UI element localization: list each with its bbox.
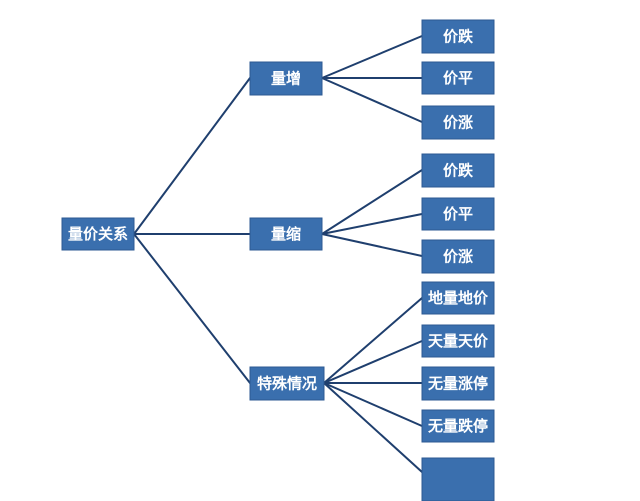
leaf-node: 无量跌停	[421, 409, 495, 443]
branch-label: 量缩	[271, 225, 301, 243]
leaf-node: 价平	[421, 197, 495, 231]
leaf-label: 无量跌停	[427, 417, 488, 435]
root-label: 量价关系	[68, 225, 128, 243]
connector-line	[321, 35, 423, 79]
leaf-node: 价涨	[421, 105, 495, 140]
leaf-label: 价平	[443, 205, 473, 223]
connector-line	[321, 213, 423, 235]
connector-line	[323, 382, 423, 473]
leaf-label: 价跌	[443, 162, 474, 180]
connector-line	[133, 233, 251, 384]
leaf-node: 地量地价	[421, 281, 495, 315]
connector-line	[323, 382, 423, 427]
leaf-label: 价平	[443, 69, 473, 87]
connector-line	[321, 233, 423, 257]
leaf-node: 无量涨停	[421, 366, 495, 401]
leaf-label: 地量地价	[428, 289, 489, 307]
leaf-node: 价跌	[421, 19, 495, 54]
leaf-node: 天量天价	[421, 324, 495, 358]
branch-label: 量增	[271, 70, 301, 88]
connector-line	[323, 340, 423, 384]
leaf-node: 价平	[421, 61, 495, 95]
connector-line	[321, 77, 423, 123]
branch-node-volume-up: 量增	[249, 61, 323, 96]
leaf-label: 无量涨停	[427, 375, 488, 393]
leaf-label: 天量天价	[428, 332, 489, 350]
leaf-label: 价跌	[443, 28, 474, 46]
connector-line	[133, 77, 251, 235]
leaf-label: 价涨	[443, 114, 473, 132]
branch-node-volume-down: 量缩	[249, 217, 323, 251]
branch-label: 特殊情况	[257, 375, 317, 393]
connector-line	[323, 297, 423, 384]
leaf-node: 价涨	[421, 239, 495, 274]
leaf-label: 价涨	[443, 248, 473, 266]
connector-lines	[133, 35, 423, 473]
leaf-node-cropped	[421, 457, 495, 501]
root-node: 量价关系	[61, 217, 135, 251]
branch-node-special: 特殊情况	[249, 366, 325, 401]
leaf-node: 价跌	[421, 153, 495, 188]
connector-line	[321, 169, 423, 235]
